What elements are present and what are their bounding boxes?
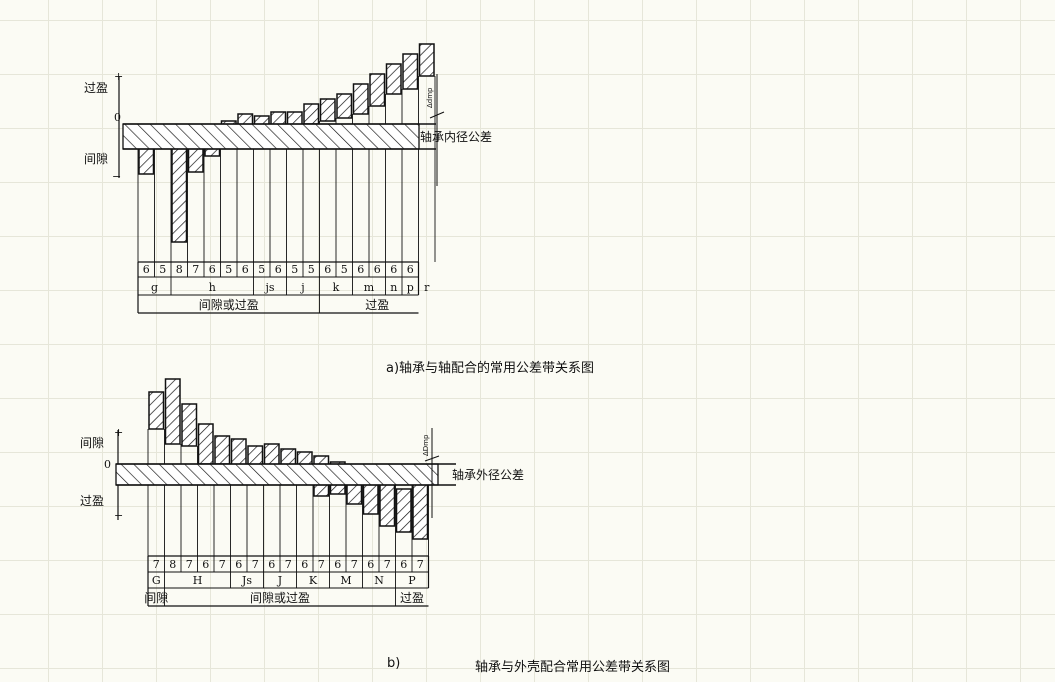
diagram_b-fit-type: 间隙或过盈 [250,591,310,605]
diagram_a-tolerance-zone [369,73,386,107]
diagram_b-grade-number: 6 [334,558,341,571]
diagram_b-fit-letter: K [309,574,318,587]
b-bearing-od-tolerance-band [115,463,439,486]
diagram_a-fit-letter: h [209,281,216,294]
diagram_b-fit-letter: P [408,574,416,587]
diagram_a-grade-number: 6 [357,263,364,276]
b-delta-label: ΔDmp [422,434,430,456]
diagram_b-fit-letter: G [152,574,161,587]
diagram_a-grade-number: 5 [291,263,298,276]
diagram_a-grade-number: 6 [242,263,249,276]
diagram_b-tolerance-zone [181,403,198,447]
b-clearance-label: 间隙 [80,436,104,450]
a-minus-sign: − [112,170,121,183]
diagram_b-grade-number: 7 [186,558,193,571]
b-plus-sign: + [114,426,123,439]
diagram_b-fit-letter: H [193,574,203,587]
diagram_a-grade-number: 6 [390,263,397,276]
diagram_b-grade-number: 6 [235,558,242,571]
diagram_b-grade-number: 7 [351,558,358,571]
b-zero-label: 0 [104,458,111,471]
diagram_b-fit-letter: J [277,574,282,587]
diagram_a-grade-number: 8 [176,263,183,276]
diagram_b-grade-number: 6 [202,558,209,571]
caption-b-prefix: b) [387,656,401,671]
diagram_a-fit-letter: js [263,281,274,294]
diagram_a-grade-number: 7 [192,263,199,276]
diagram_a-tolerance-zone [385,63,402,95]
diagram_a-grade-number: 5 [308,263,315,276]
diagram_b-tolerance-zone [197,423,214,465]
diagram_a-fit-letter: n [390,281,397,294]
diagram_b-grade-number: 7 [285,558,292,571]
diagram_a-fit-letter: p [407,281,414,294]
diagram_b-grade-number: 7 [219,558,226,571]
diagram_b-fit-type: 过盈 [400,591,424,605]
diagram_a-grade-number: 5 [341,263,348,276]
diagram_b-tolerance-zone [148,391,165,430]
caption-b: 轴承与外壳配合常用公差带关系图 [475,660,671,675]
diagram_b-fit-type: 间隙 [144,591,168,605]
diagram_b-fit-letter: N [374,574,384,587]
a-zero-label: 0 [114,111,121,124]
diagram_b-grade-number: 6 [367,558,374,571]
diagram_b-tolerance-zone [214,435,231,465]
diagram_b-tolerance-zone [412,481,429,540]
diagram_a-tolerance-zone [352,83,369,115]
diagram_a-grade-number: 6 [143,263,150,276]
diagram_b-grade-number: 7 [252,558,259,571]
diagram_b-grade-number: 6 [301,558,308,571]
diagram_a-grade-number: 5 [159,263,166,276]
diagram_b-grade-number: 7 [417,558,424,571]
diagram_a-fit-type: 间隙或过盈 [199,298,259,312]
diagram_a-grade-number: 5 [258,263,265,276]
b-minus-sign: − [114,509,123,522]
diagram_a-grade-number: 6 [374,263,381,276]
diagram_a-fit-letter: j [299,281,304,294]
diagram_a-tolerance-zone [418,43,435,77]
diagram_b-grade-number: 6 [268,558,275,571]
diagram_a-grade-number: 6 [407,263,414,276]
diagram_b-grade-number: 8 [169,558,176,571]
diagram_a-grade-number: 6 [275,263,282,276]
diagram_b-tolerance-zone [164,378,181,445]
diagram_b-tolerance-zone [379,481,396,527]
a-tolerance-label: 轴承内径公差 [420,129,492,144]
diagram_a-fit-type: 过盈 [365,298,389,312]
diagram_a-fit-letter: m [364,281,375,294]
b-tolerance-label: 轴承外径公差 [452,467,524,482]
a-clearance-label: 间隙 [84,152,108,166]
diagram_b-tolerance-zone [395,488,412,533]
diagram_a-tolerance-zone [303,103,320,125]
diagram_a-grade-number: 6 [324,263,331,276]
diagram_a-grade-number: 6 [209,263,216,276]
diagram_b-grade-number: 7 [384,558,391,571]
diagram_a-grade-number: 5 [225,263,232,276]
diagram_a-tolerance-zone [402,53,419,90]
a-delta-label: Δdmp [426,87,434,108]
diagram_a-tolerance-zone [336,93,353,119]
caption-a: a)轴承与轴配合的常用公差带关系图 [386,361,595,376]
diagram_a-fit-letter: k [333,281,340,294]
diagram_b-grade-number: 7 [153,558,160,571]
a-bearing-bore-tolerance-band [122,123,420,150]
a-interference-label: 过盈 [84,81,108,95]
diagram_a-fit-letter: g [151,281,158,294]
diagram_b-fit-letter: Js [241,574,252,587]
diagram_a-fit-letter: r [424,281,430,294]
a-zone-layer [137,43,436,262]
diagram_b-fit-letter: M [340,574,351,587]
diagram_b-grade-number: 7 [318,558,325,571]
b-interference-label: 过盈 [80,494,104,508]
diagram_a-tolerance-zone [319,98,336,122]
diagram_b-grade-number: 6 [400,558,407,571]
diagram-a: 过盈 + 0 间隙 − 轴承内径公差 Δdmp 6587656565565666… [84,43,492,314]
